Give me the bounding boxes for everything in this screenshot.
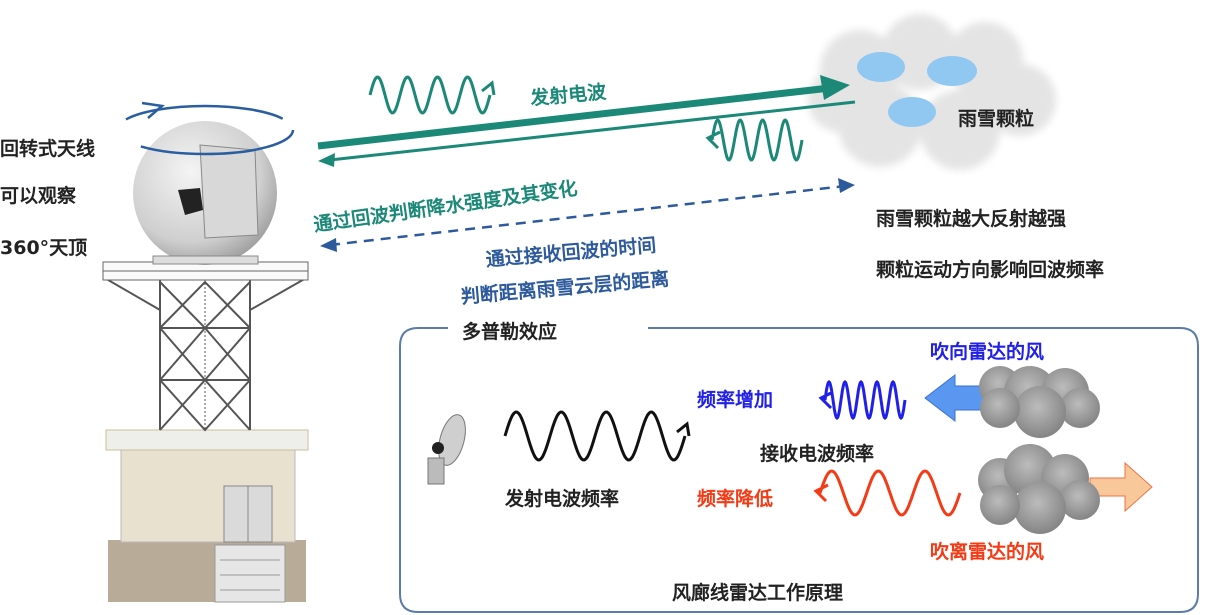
echo-beam-arrow: [318, 100, 856, 167]
echo-label: 通过回波判断降水强度及其变化: [312, 176, 579, 236]
transmit-frequency-label: 发射电波频率: [504, 487, 619, 510]
wind-away-label: 吹离雷达的风: [930, 540, 1044, 563]
lattice-tower: [102, 275, 309, 432]
particle-note-2: 颗粒运动方向影响回波频率: [876, 258, 1104, 281]
antenna-label-line1: 回转式天线: [0, 137, 95, 160]
radar-tower: [102, 101, 309, 603]
frequency-decrease-label: 频率降低: [697, 487, 773, 510]
small-radar-dish-icon: [427, 414, 466, 485]
timing-label-1: 通过接收回波的时间: [485, 233, 657, 271]
cloud-toward-icon: [979, 366, 1100, 438]
steps: [214, 544, 286, 603]
roof-slab: [105, 429, 309, 451]
antenna-label-line3: 360°天顶: [0, 237, 87, 259]
echo-wave-icon: [705, 118, 804, 162]
frequency-increase-label: 频率增加: [697, 388, 773, 411]
transmit-wave-icon: [368, 75, 496, 115]
timing-dashed-arrow: [320, 178, 855, 252]
rain-particle: [857, 52, 905, 82]
transmit-frequency-wave-icon: [503, 410, 691, 462]
doppler-panel: [399, 327, 1199, 613]
transmit-beam-arrow: [317, 75, 850, 150]
rain-particle: [888, 97, 936, 127]
antenna-label-line2: 可以观察: [0, 184, 77, 207]
particle-note-1: 雨雪颗粒越大反射越强: [876, 207, 1066, 230]
transmit-label: 发射电波: [528, 80, 608, 110]
particle-label: 雨雪颗粒: [958, 107, 1034, 130]
decreased-frequency-wave-icon: [813, 469, 962, 517]
timing-label-2: 判断距离雨雪云层的距离: [460, 267, 670, 308]
doppler-title: 多普勒效应: [462, 320, 557, 343]
precipitation-cloud: [808, 14, 1056, 170]
increased-frequency-wave-icon: [818, 380, 907, 420]
antenna-dish-icon: [199, 144, 259, 239]
wind-toward-arrow-icon: [924, 373, 986, 423]
rain-particle: [927, 56, 977, 86]
rotation-arrow-icon[interactable]: [115, 104, 295, 156]
received-frequency-label: 接收电波频率: [760, 442, 874, 465]
wind-toward-label: 吹向雷达的风: [930, 340, 1044, 363]
cloud-away-icon: [978, 444, 1100, 534]
diagram-caption: 风廊线雷达工作原理: [672, 581, 843, 604]
